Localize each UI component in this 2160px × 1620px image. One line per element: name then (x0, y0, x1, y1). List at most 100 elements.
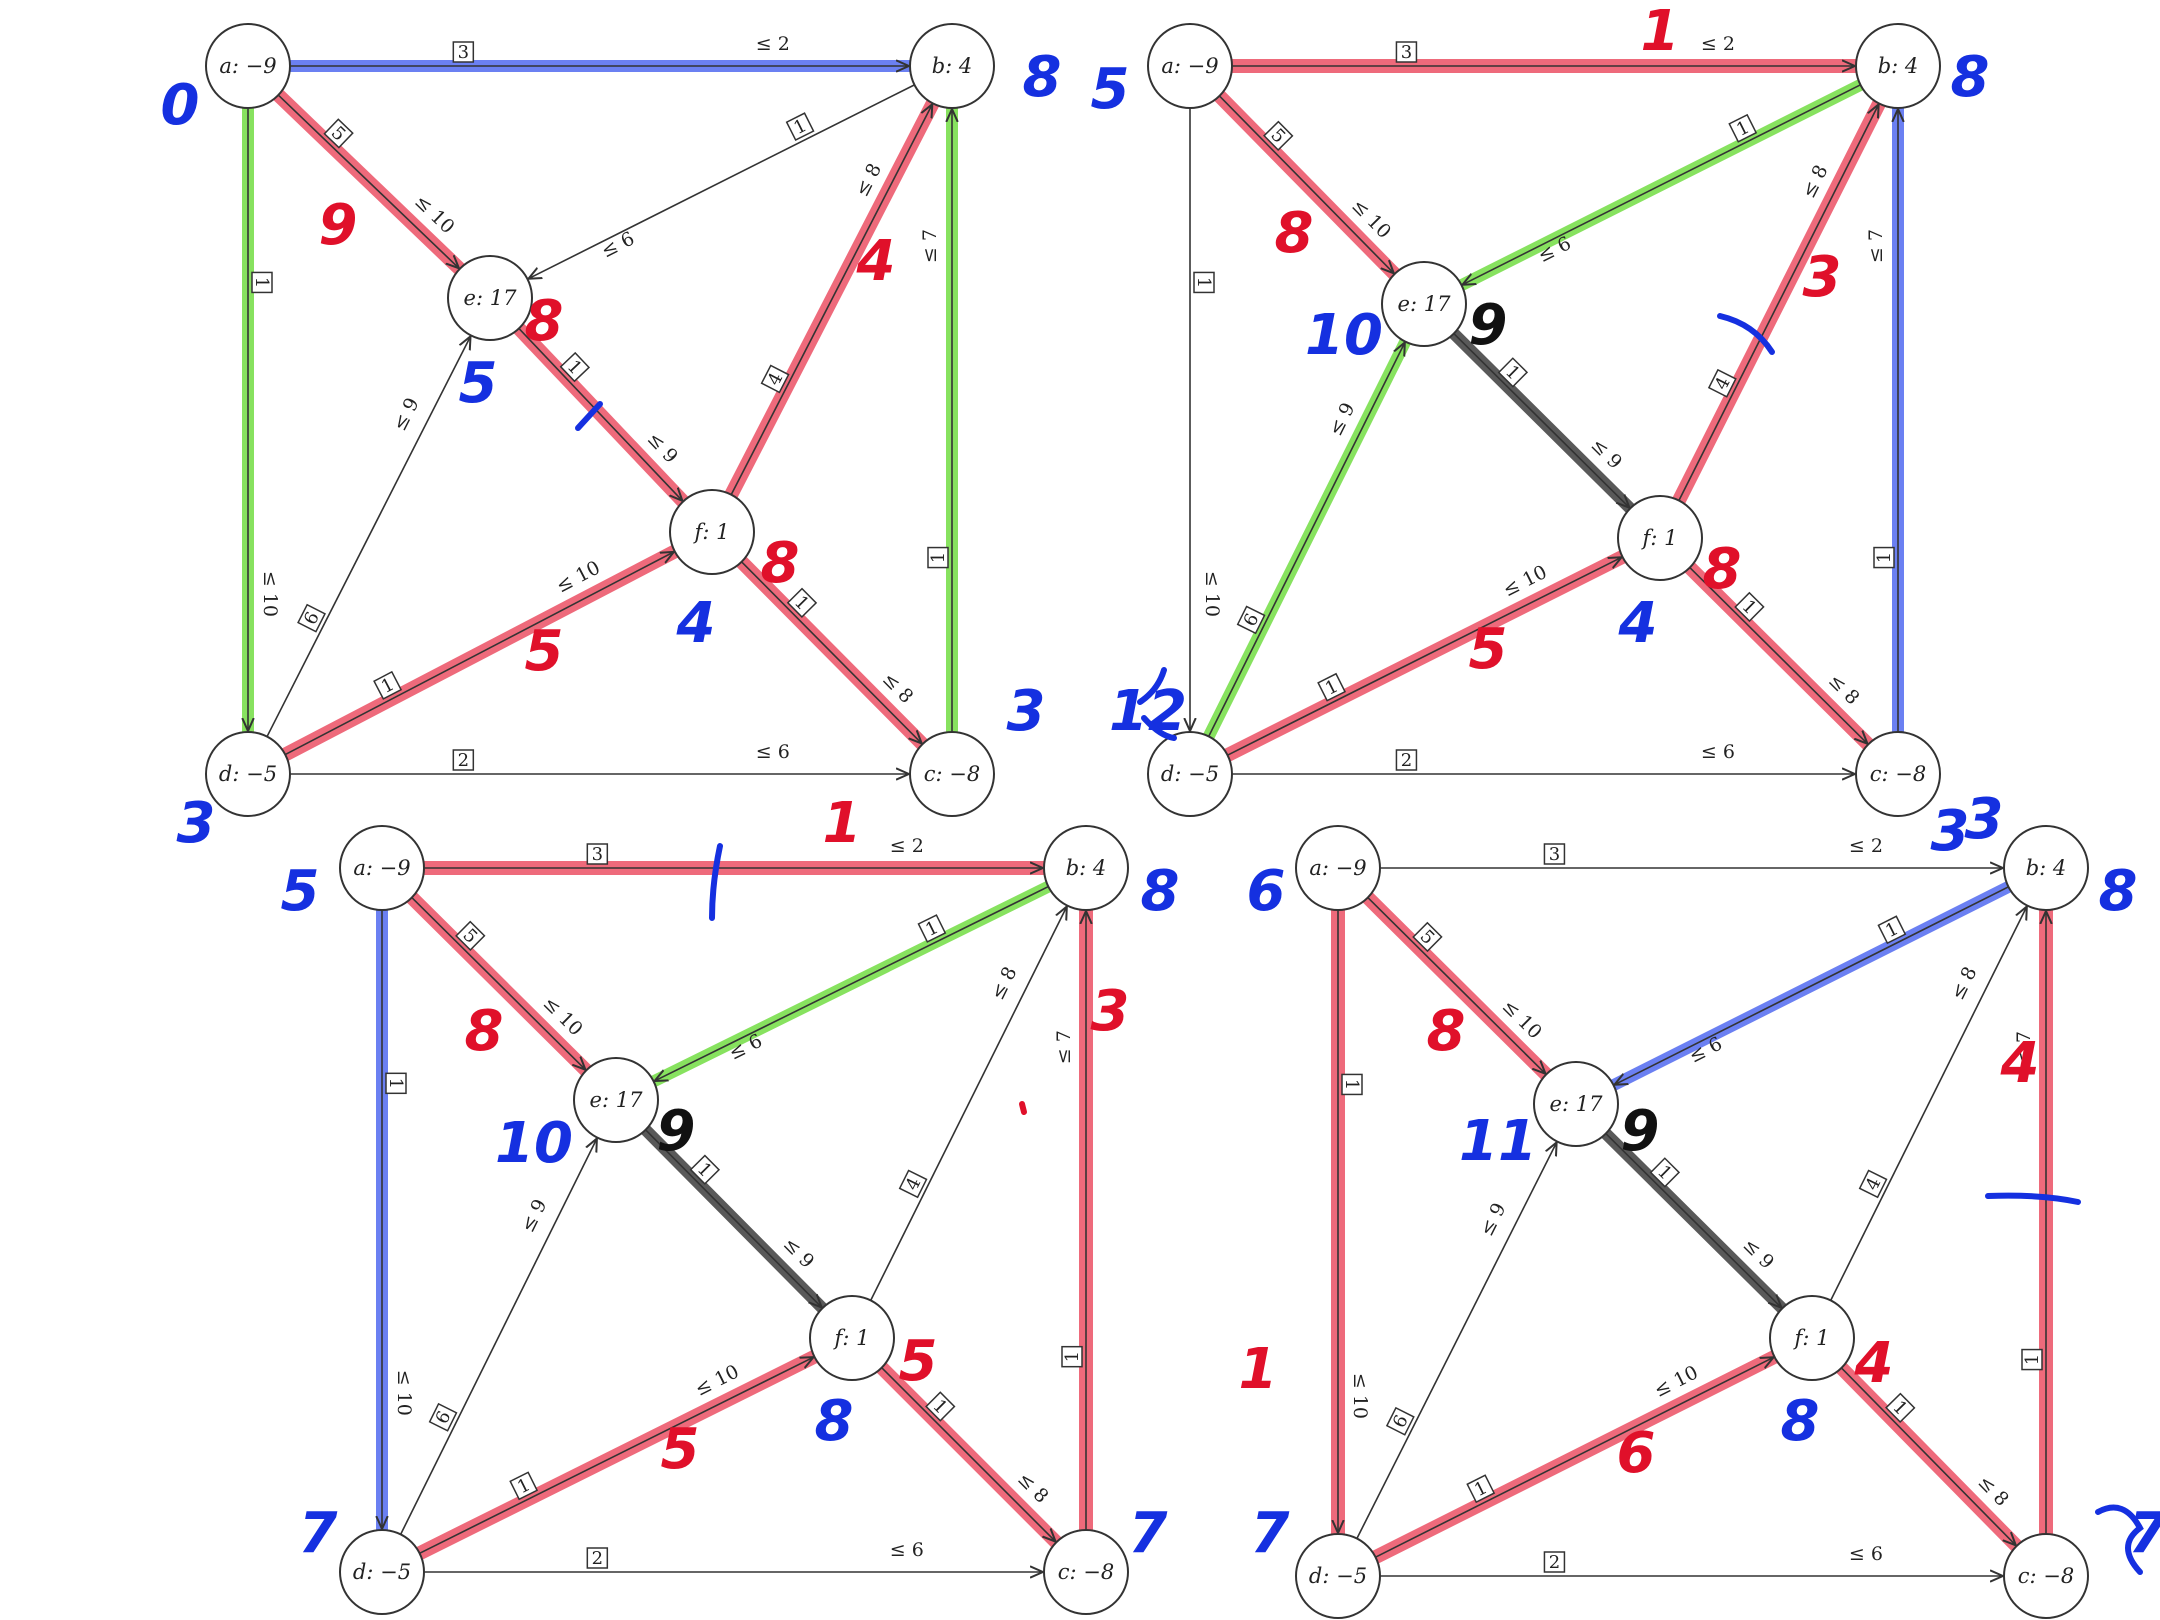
handwritten-number: 10 (1305, 303, 1383, 368)
cost-box-d-e: 6 (1385, 1406, 1415, 1436)
cost-label: 1 (1341, 1079, 1362, 1090)
edge-d-f (419, 1357, 814, 1554)
capacity-label: ≤ 2 (1849, 835, 1883, 857)
node-a: a: −9 (339, 825, 425, 911)
handwritten-number: 3 (177, 791, 216, 856)
handwritten-number: 6 (1247, 859, 1286, 924)
edge-e-f (518, 327, 682, 500)
cost-box-a-b: 3 (586, 843, 609, 865)
capacity-label: ≤ 8 (987, 963, 1022, 1003)
node-b: b: 4 (1043, 825, 1129, 911)
hand-tick-mark (1985, 1192, 2081, 1205)
cost-label: 1 (251, 277, 272, 288)
node-label: d: −5 (1161, 762, 1219, 786)
cost-box-f-b: 4 (898, 1169, 928, 1199)
cost-box-b-e: 1 (785, 112, 815, 142)
edge-b-e (528, 84, 915, 279)
cost-box-c-b: 1 (927, 546, 949, 569)
node-label: d: −5 (1309, 1564, 1367, 1588)
node-d: d: −5 (1147, 731, 1233, 817)
cost-box-a-d: 1 (1193, 271, 1215, 294)
capacity-label: ≤ 2 (1701, 33, 1735, 55)
node-label: a: −9 (353, 856, 410, 880)
handwritten-number: 8 (815, 1389, 854, 1454)
handwritten-number: 4 (1618, 591, 1658, 656)
capacity-label: ≤ 7 (1053, 1030, 1075, 1064)
handwritten-number: 5 (1469, 617, 1508, 682)
cost-label: 2 (592, 1548, 603, 1569)
handwritten-number: 8 (465, 999, 504, 1064)
handwritten-number: 3 (1007, 679, 1046, 744)
capacity-label: ≤ 9 (1476, 1199, 1511, 1239)
hand-tick-mark (1141, 715, 1177, 741)
cost-box-d-f: 1 (1466, 1474, 1496, 1504)
edge-e-f (1605, 1133, 1782, 1308)
handwritten-number: 6 (1617, 1421, 1656, 1486)
hand-tick-mark (1137, 667, 1167, 705)
highlight-layer (1331, 872, 2053, 1573)
node-label: f: 1 (833, 1326, 870, 1350)
node-label: e: 17 (1398, 292, 1452, 316)
edge-f-c (881, 1367, 1056, 1542)
edge-a-e (1367, 897, 1546, 1074)
cost-box-d-f: 1 (373, 670, 403, 700)
edge-layer: 3≤ 21≤ 65≤ 101≤ 106≤ 91≤ 94≤ 81≤ 71≤ 101… (1190, 33, 1898, 774)
node-e: e: 17 (573, 1057, 659, 1143)
edge-a-e (1218, 95, 1393, 273)
node-b: b: 4 (1855, 23, 1941, 109)
graph-panel-2: 3≤ 21≤ 65≤ 101≤ 106≤ 91≤ 94≤ 81≤ 71≤ 101… (1091, 0, 1990, 864)
capacity-label: ≤ 7 (919, 229, 941, 263)
edge-f-b (870, 906, 1067, 1301)
handwritten-number: 5 (525, 619, 564, 684)
cost-label: 1 (1062, 1351, 1083, 1362)
handwritten-number: 10 (495, 1111, 573, 1176)
cost-box-f-c: 1 (786, 587, 818, 619)
node-label: a: −9 (1309, 856, 1366, 880)
node-a: a: −9 (1147, 23, 1233, 109)
edge-b-e (655, 885, 1049, 1081)
handwritten-number: 5 (1091, 57, 1130, 122)
cost-box-a-b: 3 (1543, 843, 1566, 865)
handwritten-number: 9 (1621, 1099, 1660, 1164)
handwritten-number: 9 (319, 193, 358, 258)
capacity-label: ≤ 8 (1947, 963, 1982, 1003)
handwritten-number: 7 (1129, 1501, 1168, 1566)
cost-label: 3 (458, 42, 469, 63)
cost-label: 1 (2022, 1354, 2043, 1365)
capacity-label: ≤ 6 (598, 228, 638, 263)
node-label: e: 17 (464, 286, 518, 310)
capacity-label: ≤ 6 (890, 1539, 924, 1561)
node-label: e: 17 (1550, 1092, 1604, 1116)
node-label: a: −9 (219, 54, 276, 78)
capacity-label: ≤ 9 (389, 394, 424, 434)
cost-box-d-e: 6 (1236, 605, 1266, 635)
handwritten-number: 5 (459, 351, 498, 416)
capacity-label: ≤ 6 (756, 741, 790, 763)
handwritten-number: 1 (1641, 0, 1680, 64)
node-a: a: −9 (205, 23, 291, 109)
handwritten-number: 4 (856, 229, 896, 294)
handwritten-number: 5 (899, 1329, 938, 1394)
cost-box-d-e: 6 (297, 603, 326, 633)
handwritten-number: 4 (676, 591, 716, 656)
handwritten-number: 3 (1803, 245, 1842, 310)
node-label: f: 1 (693, 520, 730, 544)
hand-tick-mark (2095, 1504, 2144, 1575)
edge-b-e (1614, 886, 2009, 1085)
cost-box-a-e: 5 (455, 920, 486, 952)
cost-box-d-c: 2 (1543, 1551, 1566, 1573)
node-label: c: −8 (1870, 762, 1926, 786)
cost-box-c-b: 1 (1061, 1345, 1083, 1368)
edge-layer: 3≤ 21≤ 65≤ 101≤ 106≤ 91≤ 94≤ 81≤ 71≤ 101… (1338, 835, 2046, 1576)
node-f: f: 1 (809, 1295, 895, 1381)
capacity-label: ≤ 10 (1349, 1373, 1371, 1419)
handwritten-number: 3 (1931, 799, 1970, 864)
cost-box-d-c: 2 (452, 749, 475, 771)
edge-layer: 3≤ 21≤ 65≤ 101≤ 106≤ 91≤ 94≤ 81≤ 71≤ 101… (248, 33, 952, 774)
hand-tick-mark (709, 843, 723, 921)
node-label: b: 4 (932, 54, 973, 78)
capacity-label: ≤ 10 (259, 571, 281, 617)
